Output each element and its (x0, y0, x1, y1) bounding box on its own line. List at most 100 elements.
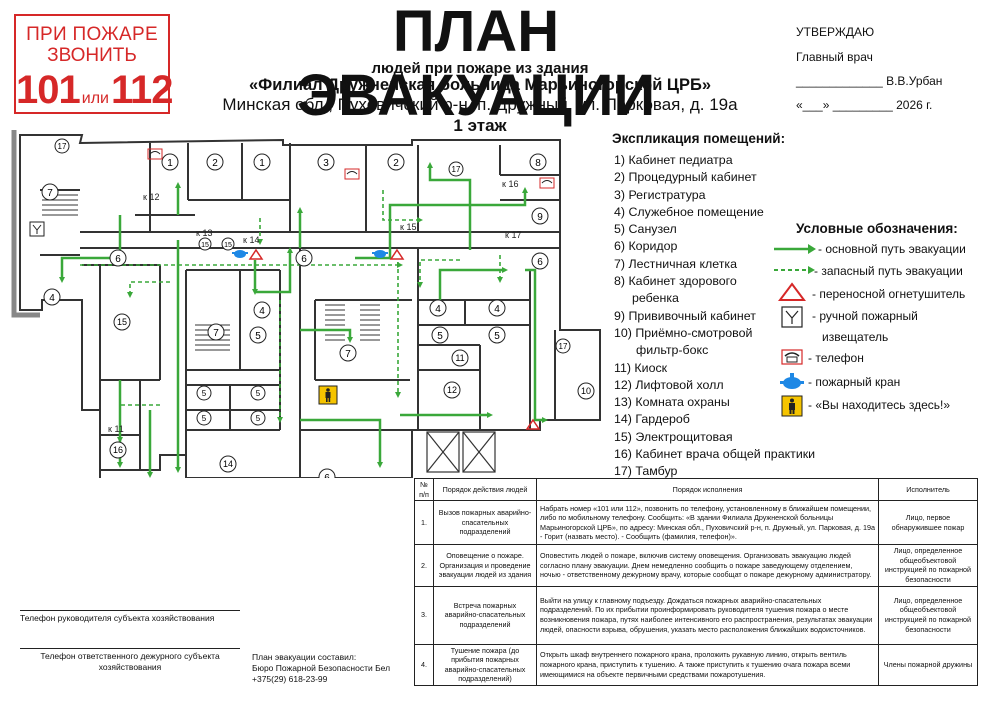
svg-text:4: 4 (494, 304, 500, 315)
expl-item: 13) Комната охраны (614, 395, 730, 410)
svg-text:14: 14 (223, 459, 233, 469)
expl-item: 1) Кабинет педиатра (614, 153, 733, 167)
reserve-routes (80, 190, 503, 443)
row-exec: Оповестить людей о пожаре, включив систе… (536, 544, 879, 587)
svg-text:10: 10 (581, 386, 591, 396)
svg-text:17: 17 (452, 165, 461, 174)
svg-text:7: 7 (213, 328, 219, 339)
svg-text:5: 5 (255, 331, 261, 342)
room-1b: 1 (253, 153, 271, 171)
room-5a: 5 (249, 326, 267, 344)
approve-line4: «___» _________ 2026 г. (796, 98, 933, 112)
address: Минская обл., Пуховичский р-н, п. Дружны… (222, 95, 738, 114)
ref-k14: к 14 (243, 235, 259, 245)
plan-phone-icons (147, 148, 555, 189)
expl-item: ребенка (632, 291, 679, 306)
ref-k17: к 17 (505, 230, 521, 240)
legend-here: - «Вы находитесь здесь!» (808, 398, 951, 412)
stairs-center (325, 304, 380, 341)
telephone-icon (344, 168, 360, 180)
room-7c: 7 (339, 344, 357, 362)
legend-reserve-route: - запасный путь эвакуации (814, 264, 963, 278)
row-exec: Набрать номер «101 или 112», позвонить п… (536, 500, 879, 546)
room-10: 10 (577, 382, 595, 400)
fire-extinguisher-icon (389, 248, 405, 260)
svg-text:5: 5 (202, 389, 207, 398)
svg-text:6: 6 (537, 257, 543, 268)
room-5g: 5 (250, 410, 266, 426)
room-9: 9 (531, 207, 549, 225)
row-action: Тушение пожара (до прибытия пожарных ава… (433, 643, 537, 686)
legend-hydrant: - пожарный кран (808, 375, 901, 389)
approve-line3: _____________ В.В.Урбан (796, 74, 943, 88)
svg-text:5: 5 (256, 389, 261, 398)
expl-item: 6) Коридор (614, 239, 678, 254)
svg-text:15: 15 (117, 317, 127, 327)
room-17c: 17 (555, 338, 571, 354)
svg-text:17: 17 (58, 142, 67, 151)
svg-text:2: 2 (393, 158, 399, 169)
row-num: 3. (414, 585, 434, 645)
row-exec: Открыть шкаф внутреннего пожарного крана… (536, 643, 879, 686)
legend-main-route: - основной путь эвакуации (818, 242, 966, 256)
table-row: 1. Вызов пожарных аварийно-спасательных … (414, 500, 978, 546)
svg-text:1: 1 (259, 158, 265, 169)
manual-alarm-icon (781, 306, 803, 328)
svg-text:6: 6 (324, 473, 330, 478)
page-title: ПЛАН ЭВАКУАЦИИ (296, 0, 656, 128)
fire-extinguisher-icon (525, 418, 541, 430)
ref-k16: к 16 (502, 179, 518, 189)
svg-text:4: 4 (259, 306, 265, 317)
phone-duty-line1: Телефон ответственного дежурного субъект… (40, 651, 220, 661)
row-num: 2. (414, 544, 434, 587)
expl-item: 16) Кабинет врача общей практики (614, 447, 816, 462)
subtitle: людей при пожаре из здания (371, 60, 589, 77)
call-num1: 101 (16, 68, 81, 112)
svg-text:5: 5 (256, 414, 261, 423)
room-4b: 4 (253, 301, 271, 319)
room-8: 8 (529, 153, 547, 171)
floor-plan: 1 2 1 3 2 8 9 17 17 7 6 6 6 4 4 4 4 5 5 … (11, 130, 601, 478)
main-routes (59, 162, 548, 478)
you-are-here-marker (318, 385, 338, 405)
fire-hydrant-icon (372, 250, 388, 258)
room-5c: 5 (488, 326, 506, 344)
composed-line1: План эвакуации составил: (252, 652, 357, 662)
svg-text:15: 15 (201, 242, 209, 249)
plan-hydrants (232, 250, 388, 258)
room-6a: 6 (109, 249, 127, 267)
expl-item: 2) Процедурный кабинет (614, 170, 757, 185)
svg-text:3: 3 (323, 158, 329, 169)
room-6b: 6 (295, 249, 313, 267)
table-row: 4. Тушение пожара (до прибытия пожарных … (414, 643, 978, 686)
row-action: Оповещение о пожаре. Организация и прове… (433, 544, 537, 587)
room-6c: 6 (531, 252, 549, 270)
room-14: 14 (219, 455, 237, 473)
expl-item: 12) Лифтовой холл (614, 377, 724, 392)
row-who: Члены пожарной дружины (878, 643, 978, 686)
expl-item: 8) Кабинет здорового (614, 274, 737, 289)
composed-line2: Бюро Пожарной Безопасности Бел (252, 663, 391, 673)
room-12: 12 (443, 381, 461, 399)
lift-shafts (426, 431, 496, 473)
telephone-icon (781, 349, 803, 365)
svg-text:9: 9 (537, 212, 543, 223)
svg-text:6: 6 (301, 254, 307, 265)
room-5f: 5 (196, 410, 212, 426)
expl-item: 4) Служебное помещение (614, 204, 764, 219)
svg-text:12: 12 (447, 385, 457, 395)
ref-k13: к 13 (196, 228, 212, 238)
row-num: 4. (414, 643, 434, 686)
row-exec: Выйти на улицу к главному подъезду. Дожд… (536, 585, 879, 645)
you-are-here-icon (781, 395, 803, 417)
legend-phone: - телефон (808, 351, 864, 365)
room-16: 16 (109, 441, 127, 459)
call-line2: ЗВОНИТЬ (47, 45, 137, 66)
expl-item: 9) Прививочный кабинет (614, 308, 756, 323)
fire-hydrant-icon (232, 250, 248, 258)
expl-item: 7) Лестничная клетка (614, 256, 737, 271)
svg-text:17: 17 (559, 342, 568, 351)
fire-hydrant-icon (780, 373, 804, 389)
phone-duty-line2: хозяйствования (98, 662, 162, 672)
room-15c: 15 (221, 237, 235, 251)
